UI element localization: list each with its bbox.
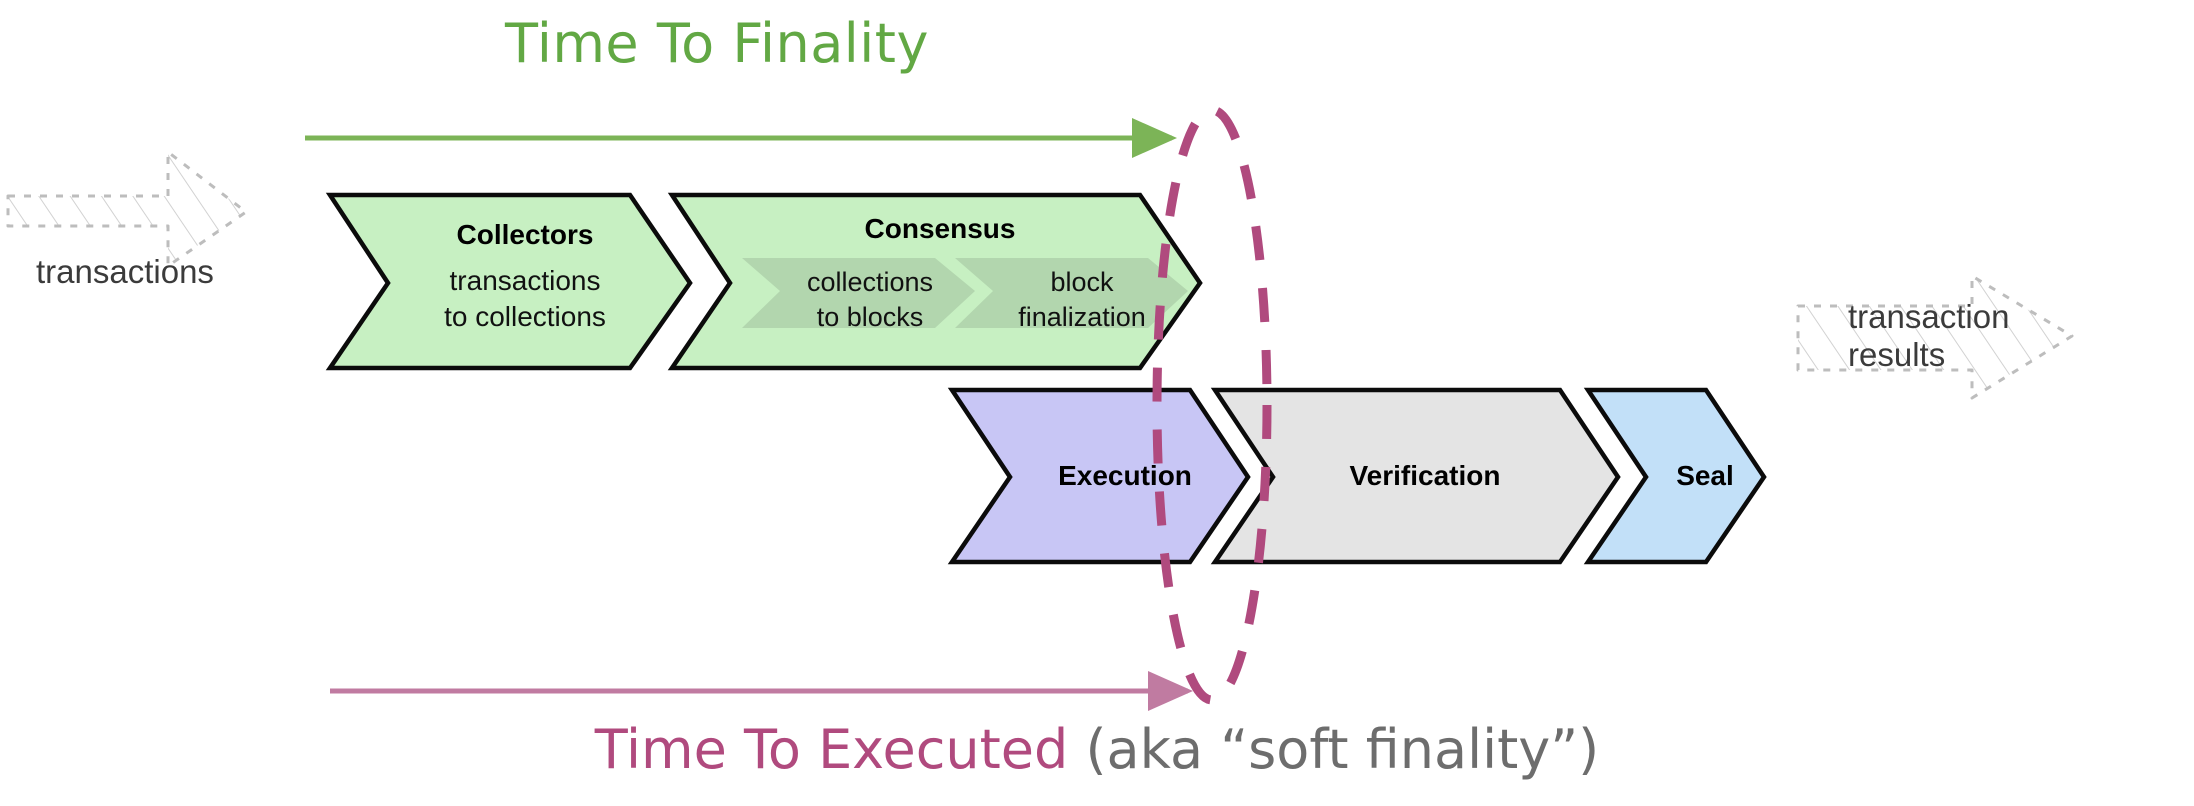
inner-chevron-block-finalization[interactable] — [955, 258, 1188, 328]
transactions-input-ghost-arrow — [6, 150, 248, 268]
page-subtitle-accent: Time To Executed — [594, 718, 1069, 781]
transaction-results-output-ghost-arrow — [1796, 274, 2074, 400]
inner-chevron-collections-to-blocks[interactable] — [742, 258, 975, 328]
page-subtitle-muted: (aka “soft finality”) — [1068, 718, 1600, 781]
stage-chevron-collectors[interactable] — [325, 192, 693, 371]
stage-chevron-execution[interactable] — [947, 387, 1251, 565]
stage-chevron-seal[interactable] — [1583, 387, 1767, 565]
stage-chevron-verification[interactable] — [1210, 387, 1621, 565]
finality-marker-ellipse — [1152, 105, 1272, 705]
page-subtitle-time-to-executed: Time To Executed (aka “soft finality”) — [0, 718, 2194, 781]
